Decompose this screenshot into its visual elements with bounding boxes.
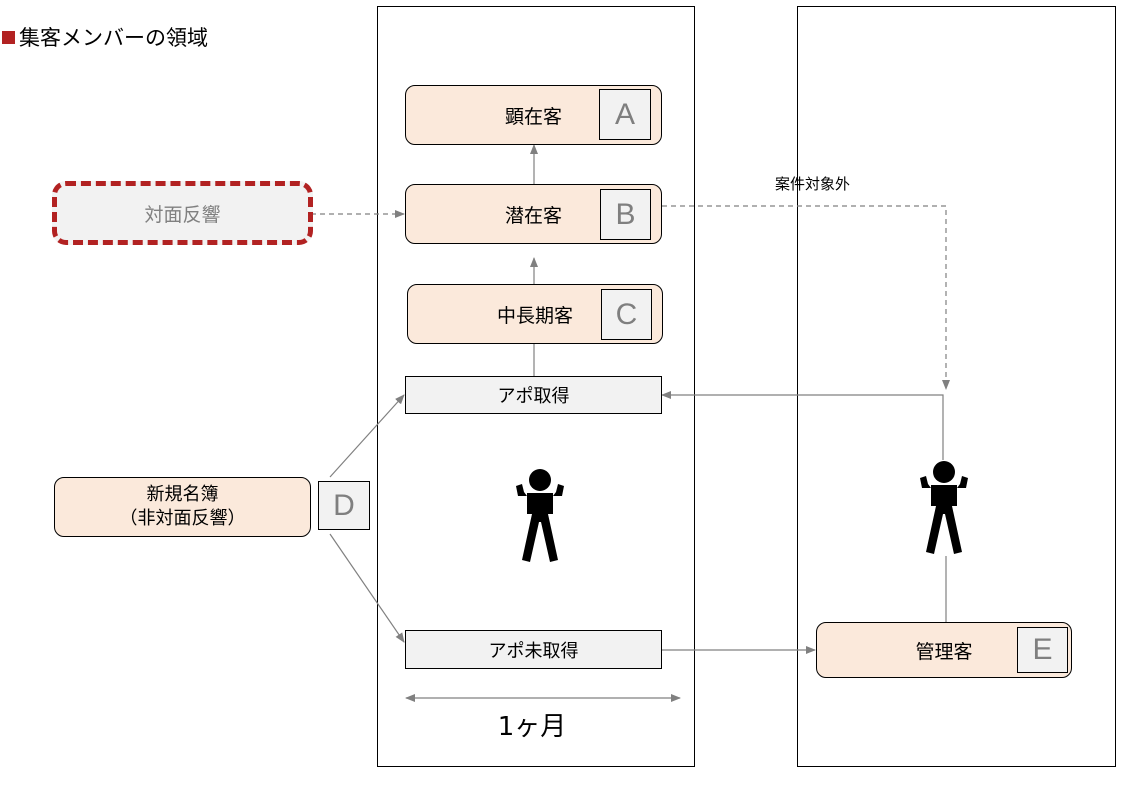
red-square-icon <box>2 30 15 44</box>
badge-e: E <box>1017 627 1068 673</box>
appt-not-obtained-box: アポ未取得 <box>405 630 662 669</box>
appt-obtained-box: アポ取得 <box>405 376 662 414</box>
arrow-b-out-of-scope <box>662 205 950 390</box>
node-d-label-line1: 新規名簿 <box>146 484 219 505</box>
arrow-d-to-no-appt <box>329 533 405 643</box>
out-of-scope-label: 案件対象外 <box>775 175 851 193</box>
arrow-person-to-appt <box>661 391 944 460</box>
person-icon <box>516 469 564 562</box>
node-b-label: 潜在客 <box>504 204 562 227</box>
arrow-d-to-appt <box>329 394 405 478</box>
node-a-label: 顕在客 <box>504 105 562 128</box>
badge-c: C <box>601 289 652 340</box>
badge-a: A <box>599 89 651 140</box>
title-text: 集客メンバーの領域 <box>19 26 208 50</box>
face-to-face-node: 対面反響 <box>52 181 313 245</box>
node-d-label-line2: （非対面反響） <box>119 508 246 529</box>
node-d: 新規名簿 （非対面反響） <box>54 477 311 537</box>
badge-b: B <box>600 189 651 240</box>
node-c-label: 中長期客 <box>496 304 573 327</box>
person-icon <box>920 461 968 554</box>
diagram-title: 集客メンバーの領域 <box>2 22 208 52</box>
node-e-label: 管理客 <box>915 640 973 663</box>
badge-d: D <box>318 481 370 530</box>
duration-label: 1ヶ月 <box>497 712 567 742</box>
